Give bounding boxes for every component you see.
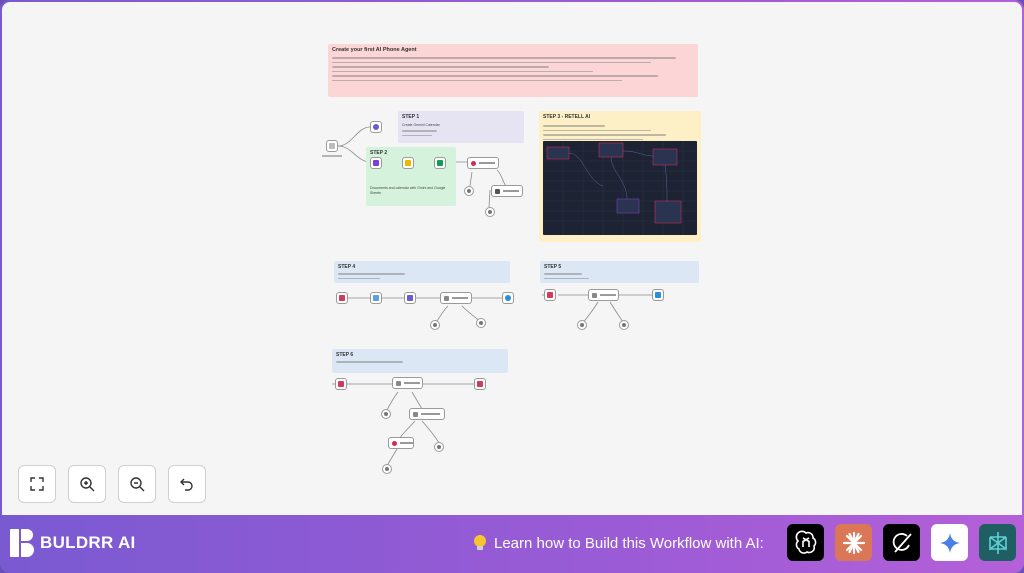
trigger-node[interactable] — [326, 140, 338, 152]
step5-output-node[interactable] — [652, 289, 664, 301]
gemini-calendar-node[interactable] — [370, 121, 382, 133]
step5-title: STEP 5 — [544, 264, 562, 270]
step5-sub-model[interactable] — [577, 320, 587, 330]
memory-node[interactable] — [491, 185, 523, 197]
zoom-in-icon — [80, 477, 95, 492]
step4-sub-model[interactable] — [430, 320, 440, 330]
step4-webhook-node[interactable] — [336, 292, 348, 304]
chatgpt-icon — [795, 530, 816, 554]
step5-agent-node[interactable] — [588, 289, 619, 301]
step3-title: STEP 3 - RETELL AI — [543, 114, 591, 120]
step5-sticky-note[interactable]: STEP 5 — [540, 261, 699, 283]
step2-subtitle: Documents and calendar with Gmini and Go… — [370, 186, 446, 195]
retell-node[interactable] — [467, 157, 499, 169]
step1-sticky-note[interactable]: STEP 1 Create Gemini Calendar — [398, 111, 524, 143]
step6-calendar-node[interactable] — [388, 437, 414, 449]
claude-button[interactable] — [835, 524, 872, 561]
undo-icon — [180, 478, 193, 491]
step5-sub-parser[interactable] — [619, 320, 629, 330]
step4-title: STEP 4 — [338, 264, 356, 270]
step1-title: STEP 1 — [402, 114, 420, 120]
zoom-in-button[interactable] — [68, 465, 106, 503]
learn-text: Learn how to Build this Workflow with AI… — [494, 534, 764, 552]
step6-sticky-note[interactable]: STEP 6 — [332, 349, 508, 373]
brand-name: BULDRR AI — [40, 533, 136, 552]
buldrr-logo-icon — [10, 529, 34, 557]
gemini-icon — [939, 532, 960, 553]
intro-sticky-note[interactable]: Create your first AI Phone Agent — [328, 44, 698, 97]
grok-icon — [892, 532, 912, 553]
zoom-out-icon — [130, 477, 145, 492]
claude-icon — [842, 531, 865, 554]
reset-button[interactable] — [168, 465, 206, 503]
step6-agent-node[interactable] — [392, 377, 423, 389]
step6-title: STEP 6 — [336, 352, 354, 358]
step6-sub-memory[interactable] — [434, 442, 444, 452]
step4-sub-parser[interactable] — [476, 318, 486, 328]
step6-webhook-node[interactable] — [335, 378, 347, 390]
workflow-canvas[interactable]: Create your first AI Phone Agent STEP 1 … — [2, 2, 1022, 515]
step6-sub-extra[interactable] — [382, 464, 392, 474]
step1-subtitle: Create Gemini Calendar — [402, 123, 440, 127]
lightbulb-icon — [474, 535, 486, 550]
fit-view-button[interactable] — [18, 465, 56, 503]
grok-button[interactable] — [883, 524, 920, 561]
step6-sub-model[interactable] — [381, 409, 391, 419]
brand-logo[interactable]: BULDRR AI — [10, 529, 136, 557]
step4-sticky-note[interactable]: STEP 4 — [334, 261, 510, 283]
gemini-node[interactable] — [370, 157, 382, 169]
step4-agent-node[interactable] — [440, 292, 472, 304]
footer-bar: BULDRR AI Learn how to Build this Workfl… — [0, 515, 1024, 573]
step2-title: STEP 2 — [370, 150, 388, 156]
chatgpt-button[interactable] — [787, 524, 824, 561]
fullscreen-icon — [30, 477, 44, 491]
sub-node-tool[interactable] — [485, 207, 495, 217]
sub-node-model[interactable] — [464, 186, 474, 196]
intro-note-title: Create your first AI Phone Agent — [332, 47, 417, 53]
step5-webhook-node[interactable] — [544, 289, 556, 301]
step6-tool-node[interactable] — [409, 408, 445, 420]
step6-response-node[interactable] — [474, 378, 486, 390]
step2-sticky-note[interactable]: STEP 2 Documents and calendar with Gmini… — [366, 147, 456, 206]
google-drive-node-2[interactable] — [434, 157, 446, 169]
step3-sticky-note[interactable]: STEP 3 - RETELL AI — [539, 111, 701, 242]
step4-filter-node[interactable] — [370, 292, 382, 304]
google-drive-node-1[interactable] — [402, 157, 414, 169]
step4-output-node[interactable] — [502, 292, 514, 304]
perplexity-icon — [988, 531, 1007, 554]
zoom-out-button[interactable] — [118, 465, 156, 503]
step4-edit-node[interactable] — [404, 292, 416, 304]
gemini-button[interactable] — [931, 524, 968, 561]
retell-screenshot — [543, 141, 697, 235]
perplexity-button[interactable] — [979, 524, 1016, 561]
learn-text-row: Learn how to Build this Workflow with AI… — [473, 534, 764, 552]
